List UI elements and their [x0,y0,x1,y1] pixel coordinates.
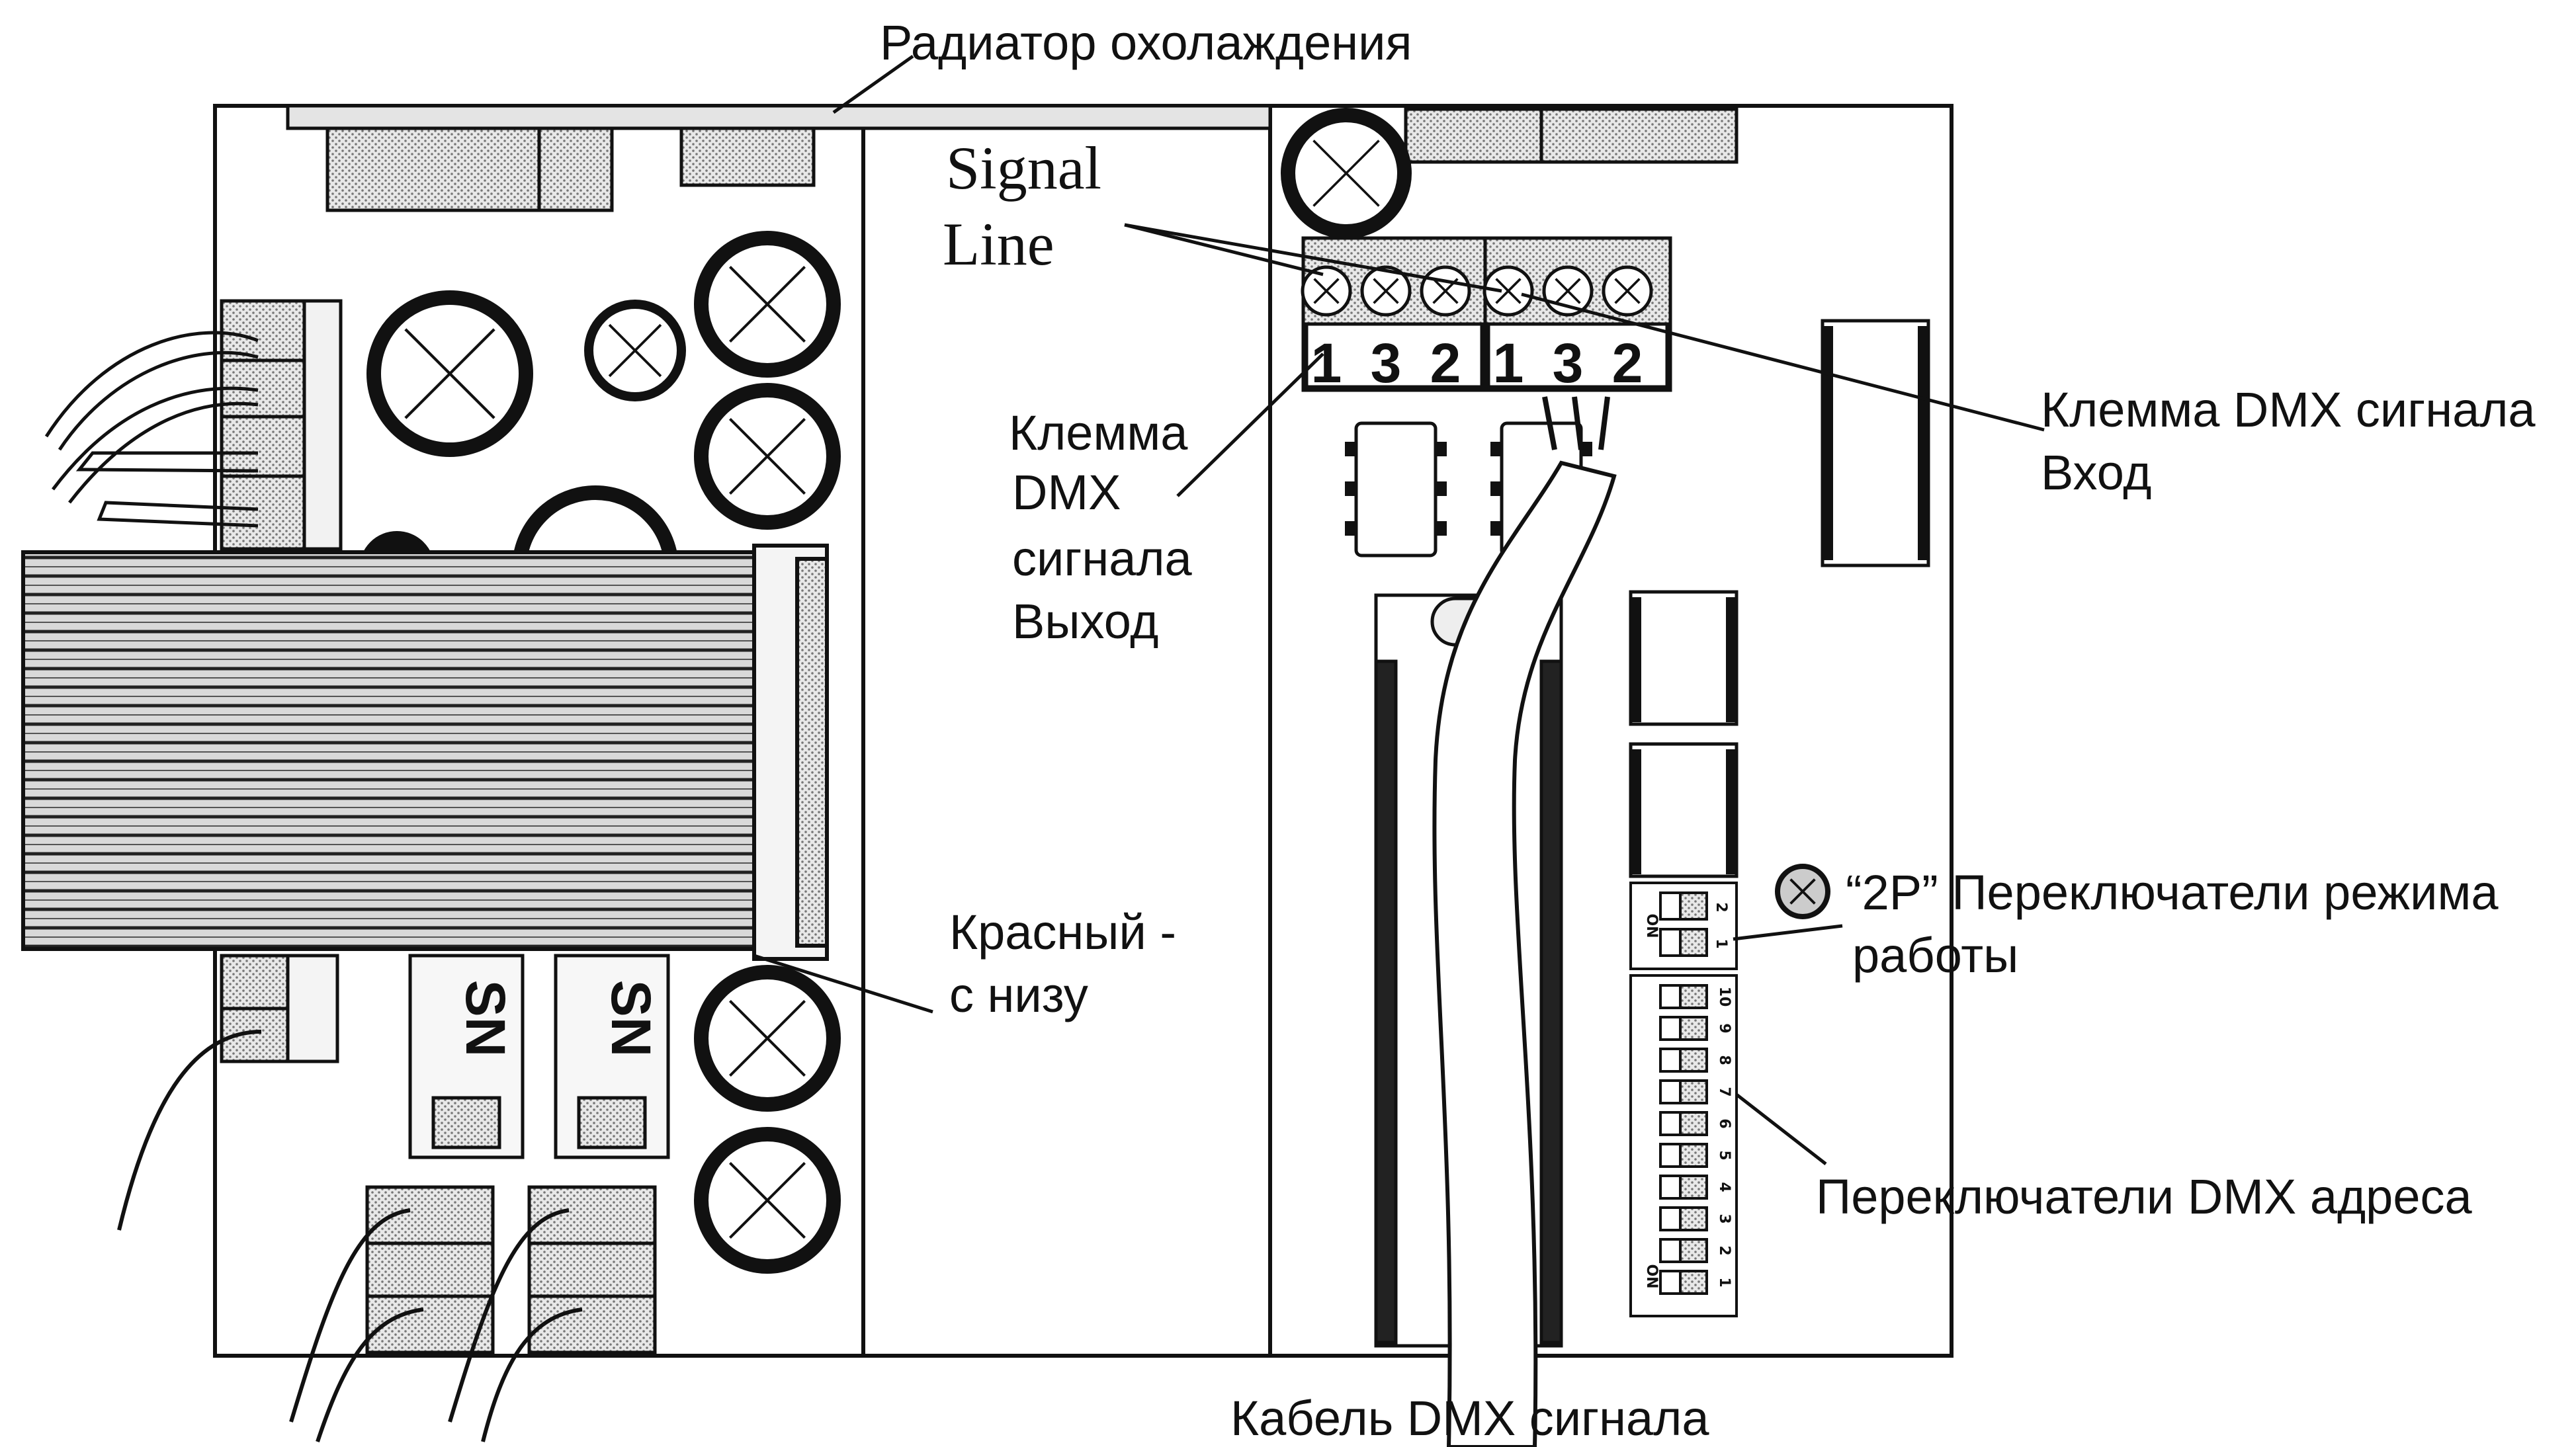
dip-number: 7 [1716,1087,1733,1096]
capacitor [1281,108,1412,239]
dip-toggle-knob [1659,1143,1682,1168]
dip-toggle-knob [1659,1111,1682,1136]
capacitor-group-left [359,231,841,1274]
dip-toggle-knob [1659,1016,1682,1041]
annotations: Радиатор охолаждения Signal Line Клемма … [880,15,2536,1446]
output-connectors [365,1185,657,1354]
signal-line-label: Line [943,210,1054,278]
dip-number: 1 [1716,1277,1733,1287]
power-wires [44,331,259,528]
address-switches-label: Переключатели DMX адреса [1816,1169,2472,1224]
dip-toggle-knob [1659,1238,1682,1263]
dip-number: 2 [1713,902,1729,912]
cooling-radiator [286,104,1739,212]
dip-toggle-knob [1659,1079,1682,1104]
lower-connector [220,954,339,1063]
dip-switch-2p: ON 2 1 [1629,882,1738,970]
red-bottom-label: с низу [949,968,1088,1022]
led-indicator [1775,864,1830,919]
leader-lines [753,54,2045,1165]
dip-toggle-knob [1659,1175,1682,1200]
terminal-block-output [1301,236,1487,392]
dmx-cable-label: Кабель DMX сигнала [1230,1391,1709,1446]
radiator-label: Радиатор охолаждения [880,15,1412,70]
dip-number: 1 [1713,938,1729,948]
dip-number: 2 [1716,1245,1733,1255]
dip-toggle-knob [1659,1270,1682,1295]
chip: SN [408,954,525,1159]
dip-toggle-knob [1659,984,1682,1009]
dip-number: 9 [1716,1023,1733,1033]
dip-number: 5 [1716,1150,1733,1160]
pin-label: 2 [1430,332,1461,394]
pin-label: 3 [1553,332,1584,394]
dip-toggle-knob [1659,1048,1682,1073]
dmx-output-label: сигнала [1012,531,1193,586]
terminal-pin-numbers: 1 3 2 1 3 2 [1311,332,1643,394]
dmx-input-label: Клемма DMX сигнала [2041,382,2536,437]
lower-wire [117,1030,262,1231]
dmx-output-label: DMX [1012,465,1121,520]
dip-number: 3 [1716,1214,1733,1223]
dip-toggle-knob [1659,1206,1682,1231]
terminal-block-input [1482,236,1672,392]
signal-line-label: Signal [946,134,1101,202]
mode-switches-label: “2P” Переключатели режима [1846,865,2499,920]
dip-on-label: ON [1643,1264,1660,1288]
chip-marking: SN [454,980,517,1057]
dip-number: 4 [1716,1182,1733,1192]
small-ics [1354,319,1930,878]
dmx-output-label: Клемма [1009,405,1188,460]
pin-label: 1 [1311,332,1342,394]
mode-switches-label: работы [1852,928,2018,983]
dip-switch-address: 10 9 8 7 6 5 4 3 2 1 ON [1629,974,1738,1317]
dmx-input-label: Вход [2041,445,2151,500]
power-connector [220,299,343,551]
ribbon-cable [21,544,829,961]
dmx-output-label: Выход [1012,594,1158,649]
pin-label: 3 [1371,332,1402,394]
dip-number: 6 [1716,1118,1733,1128]
ic-pins [1345,326,1930,874]
dip-number: 10 [1716,987,1733,1007]
red-bottom-label: Красный - [949,905,1176,960]
chip-marking: SN [600,980,662,1057]
dip-number: 8 [1716,1055,1733,1065]
pin-label: 1 [1493,332,1524,394]
output-wires [289,1208,583,1442]
chip: SN [554,954,670,1159]
dmx-cable [1432,396,1617,1447]
pin-label: 2 [1612,332,1643,394]
dip-on-label: ON [1643,913,1660,938]
